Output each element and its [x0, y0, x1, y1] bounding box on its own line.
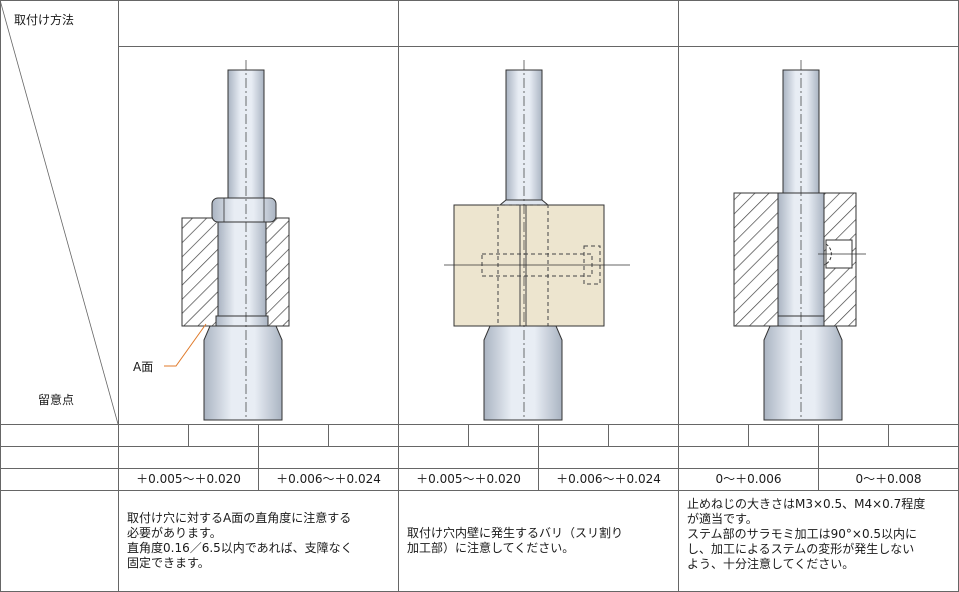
corner-top-label: 取付け方法 — [14, 12, 75, 27]
note-text: 止めねじの大きさはM3×0.5、M4×0.7程度 が適当です。 ステム部のサラモ… — [687, 497, 926, 571]
note-text: 取付け穴内壁に発生するバリ（スリ割り 加工部）に注意してください。 — [407, 526, 624, 555]
diagram-slit-method — [444, 60, 630, 421]
note-cell-1: 取付け穴に対するA面の直角度に注意する 必要があります。 直角度0.16／6.5… — [119, 491, 398, 591]
tolerance-cell: 0〜＋0.008 — [855, 472, 922, 487]
label-a-face: A面 — [133, 360, 153, 374]
diagram-nut-method: A面 — [133, 60, 290, 421]
note-cell-2: 取付け穴内壁に発生するバリ（スリ割り 加工部）に注意してください。 — [399, 491, 678, 591]
note-cell-3: 止めねじの大きさはM3×0.5、M4×0.7程度 が適当です。 ステム部のサラモ… — [679, 491, 958, 591]
diagram-setscrew-method — [733, 60, 866, 421]
tolerance-cell: ＋0.006〜＋0.024 — [556, 472, 661, 487]
corner-bottom-label: 留意点 — [38, 392, 75, 407]
tolerance-cell: ＋0.006〜＋0.024 — [276, 472, 381, 487]
tolerance-cell: ＋0.005〜＋0.020 — [136, 472, 241, 487]
tolerance-cell: 0〜＋0.006 — [715, 472, 782, 487]
note-text: 取付け穴に対するA面の直角度に注意する 必要があります。 直角度0.16／6.5… — [127, 511, 353, 570]
tolerance-cell: ＋0.005〜＋0.020 — [416, 472, 521, 487]
